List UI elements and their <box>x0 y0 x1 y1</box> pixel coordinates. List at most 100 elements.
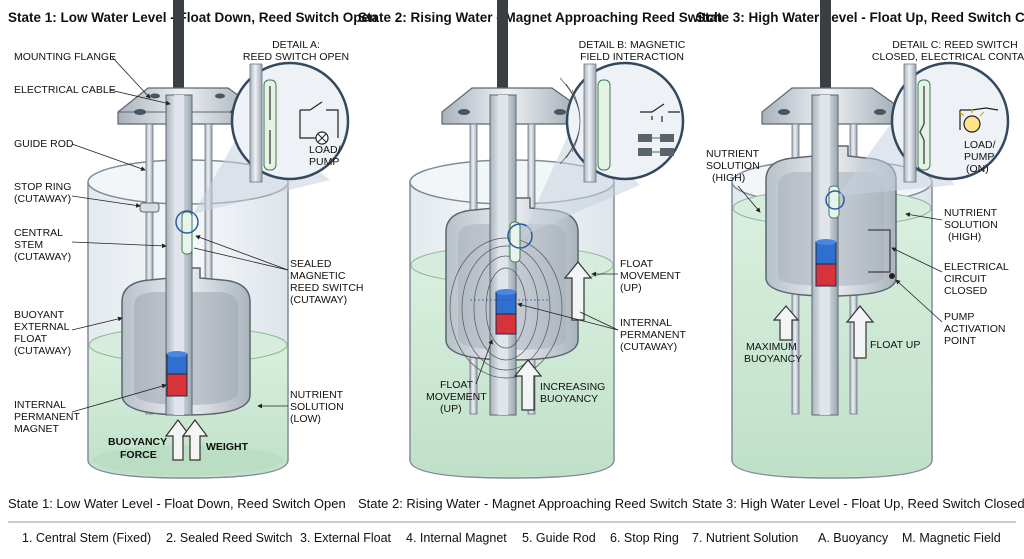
label-stem-3: (CUTAWAY) <box>14 251 71 263</box>
label-float-1: BUOYANT <box>14 309 65 321</box>
label-solution-3: (LOW) <box>290 413 321 425</box>
label-p3-activation-1: PUMP <box>944 311 974 323</box>
electrical-cable-2 <box>497 0 508 95</box>
detail-c-line1: DETAIL C: REED SWITCH <box>892 39 1017 51</box>
load-lamp-on-icon <box>963 115 981 133</box>
label-p3-float-up: FLOAT UP <box>870 339 920 351</box>
label-p3-sol-right-1: NUTRIENT <box>944 207 998 219</box>
label-solution-2: SOLUTION <box>290 401 344 413</box>
load-on-label-3: (ON) <box>966 163 989 175</box>
reed-switch-2 <box>507 221 533 263</box>
detail-b-callout <box>522 61 685 236</box>
detail-a-line2: REED SWITCH OPEN <box>243 51 349 63</box>
label-buoyancy-1: BUOYANCY <box>108 436 167 448</box>
guide-rod-1a <box>145 123 154 415</box>
label-p3-sol-left-2: SOLUTION <box>706 160 760 172</box>
label-p3-sol-right-2: SOLUTION <box>944 219 998 231</box>
panel-state-1: DETAIL A: REED SWITCH OPEN LOAD/ PUMP MO… <box>14 0 364 479</box>
title-state-3: State 3: High Water Level - Float Up, Re… <box>696 10 1024 25</box>
label-p2-increasing-1: INCREASING <box>540 381 605 393</box>
legend: 1. Central Stem (Fixed) 2. Sealed Reed S… <box>22 531 1001 545</box>
label-reed-4: (CUTAWAY) <box>290 294 347 306</box>
label-magnet-1: INTERNAL <box>14 399 66 411</box>
float-up-arrow-icon <box>845 305 875 359</box>
label-guide-rod: GUIDE ROD <box>14 138 74 150</box>
label-p2-float-move-2: MOVEMENT <box>620 270 681 282</box>
label-stop-ring-2: (CUTAWAY) <box>14 193 71 205</box>
label-p3-sol-left-1: NUTRIENT <box>706 148 760 160</box>
label-p3-maxbuoy-1: MAXIMUM <box>746 341 797 353</box>
load-on-label-1: LOAD/ <box>964 139 996 151</box>
electrical-circuit-line <box>868 229 891 273</box>
label-magnet-2: PERMANENT <box>14 411 81 423</box>
detail-c-line2: CLOSED, ELECTRICAL CONTACT <box>872 51 1024 63</box>
reed-switch-3 <box>825 185 845 219</box>
reed-switch-1 <box>175 210 199 255</box>
internal-magnet-2 <box>470 289 550 335</box>
legend-item-6: 6. Stop Ring <box>610 531 679 545</box>
label-p3-circuit-3: CLOSED <box>944 285 988 297</box>
label-mounting-flange: MOUNTING FLANGE <box>14 51 116 63</box>
legend-item-3: 3. External Float <box>300 531 392 545</box>
label-p2-float-left-3: (UP) <box>440 403 462 415</box>
legend-item-9: M. Magnetic Field <box>902 531 1001 545</box>
label-p2-float-left-1: FLOAT <box>440 379 474 391</box>
caption-state-2: State 2: Rising Water - Magnet Approachi… <box>358 496 688 511</box>
float-movement-arrow-icon <box>563 261 593 321</box>
label-p2-internal-1: INTERNAL <box>620 317 672 329</box>
label-float-2: EXTERNAL <box>14 321 70 333</box>
force-arrows-1 <box>164 419 209 461</box>
legend-item-8: A. Buoyancy <box>818 531 889 545</box>
internal-magnet-3 <box>815 239 837 287</box>
label-p2-float-move-1: FLOAT <box>620 258 654 270</box>
load-label-1a: LOAD/ <box>309 144 341 156</box>
label-p3-activation-2: ACTIVATION <box>944 323 1005 335</box>
stop-ring-1 <box>139 202 160 213</box>
electrical-cable-1 <box>173 0 184 95</box>
label-buoyancy-2: FORCE <box>120 449 157 461</box>
label-float-4: (CUTAWAY) <box>14 345 71 357</box>
legend-item-7: 7. Nutrient Solution <box>692 531 798 545</box>
legend-item-2: 2. Sealed Reed Switch <box>166 531 293 545</box>
detail-c-callout <box>838 61 1010 196</box>
central-stem-2 <box>489 94 517 416</box>
caption-state-1: State 1: Low Water Level - Float Down, R… <box>8 496 346 511</box>
label-p3-sol-left-3: (HIGH) <box>712 172 745 184</box>
label-p2-float-left-2: MOVEMENT <box>426 391 487 403</box>
weight-arrow-icon <box>181 419 209 461</box>
label-weight: WEIGHT <box>206 441 249 453</box>
title-state-2: State 2: Rising Water - Magnet Approachi… <box>358 10 722 25</box>
label-magnet-3: MAGNET <box>14 423 60 435</box>
detail-a-line1: DETAIL A: <box>272 39 320 51</box>
label-reed-1: SEALED <box>290 258 332 270</box>
label-float-3: FLOAT <box>14 333 48 345</box>
legend-item-1: 1. Central Stem (Fixed) <box>22 531 151 545</box>
internal-magnet-1 <box>166 351 188 397</box>
label-solution-1: NUTRIENT <box>290 389 344 401</box>
legend-item-5: 5. Guide Rod <box>522 531 596 545</box>
magnetic-field-lines <box>449 237 563 379</box>
caption-state-3: State 3: High Water Level - Float Up, Re… <box>692 496 1024 511</box>
panel-state-3: DETAIL C: REED SWITCH CLOSED, ELECTRICAL… <box>706 0 1024 479</box>
pump-activation-point-icon <box>889 273 895 279</box>
detail-a-callout <box>193 61 350 214</box>
label-reed-3: REED SWITCH <box>290 282 364 294</box>
label-p3-circuit-1: ELECTRICAL <box>944 261 1009 273</box>
label-p3-activation-3: POINT <box>944 335 977 347</box>
label-electrical-cable: ELECTRICAL CABLE <box>14 84 116 96</box>
label-stem-2: STEM <box>14 239 43 251</box>
buoyancy-arrow-icon <box>164 419 192 461</box>
load-label-1b: PUMP <box>309 156 339 168</box>
label-stem-1: CENTRAL <box>14 227 63 239</box>
label-p3-maxbuoy-2: BUOYANCY <box>744 353 802 365</box>
label-p2-internal-2: PERMANENT <box>620 329 687 341</box>
electrical-cable-3 <box>820 0 831 95</box>
panel-state-2: DETAIL B: MAGNETIC FIELD INTERACTION FLO… <box>409 0 687 479</box>
detail-b-line1: DETAIL B: MAGNETIC <box>579 39 686 51</box>
label-p2-float-move-3: (UP) <box>620 282 642 294</box>
legend-item-4: 4. Internal Magnet <box>406 531 507 545</box>
title-state-1: State 1: Low Water Level - Float Down, R… <box>8 10 377 25</box>
label-p3-sol-right-3: (HIGH) <box>948 231 981 243</box>
label-p3-circuit-2: CIRCUIT <box>944 273 987 285</box>
